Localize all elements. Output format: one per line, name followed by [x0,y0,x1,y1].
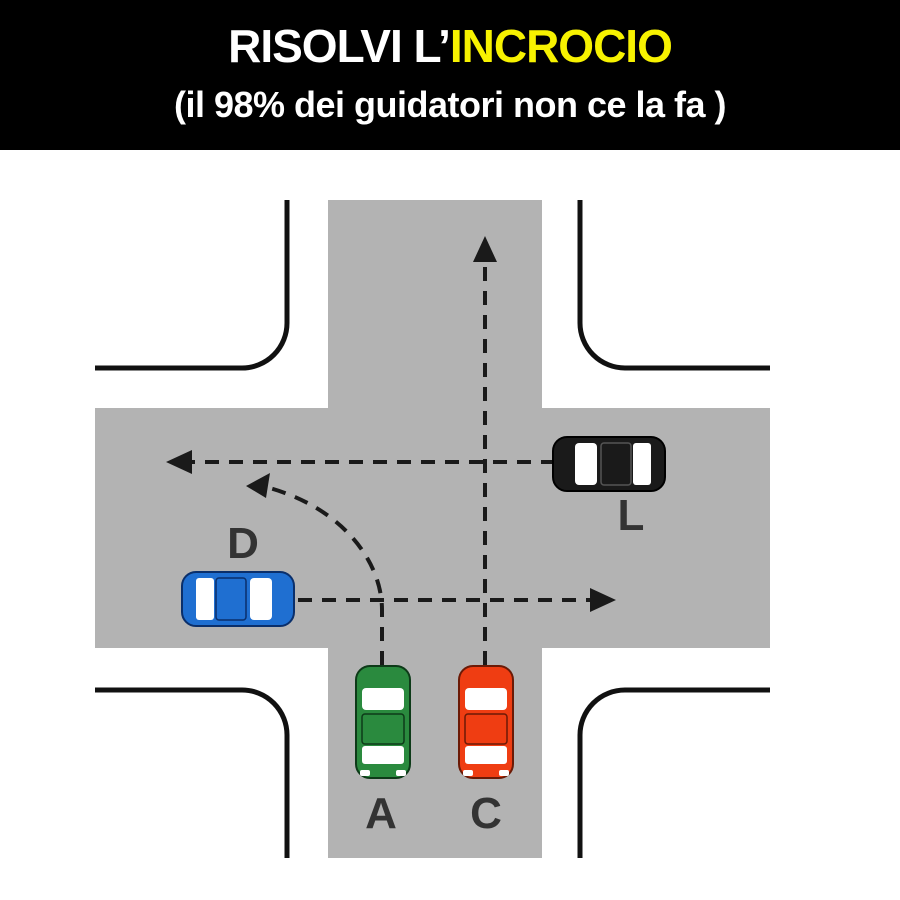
arrowhead-right [590,588,616,612]
curb-lines [95,200,770,858]
curb-top-left [95,200,290,371]
curb-bottom-left [95,687,290,858]
title: RISOLVI L’INCROCIO [0,18,900,74]
intersection-diagram: A C D L [95,200,770,858]
car-d [181,571,295,627]
arrowhead-left [166,450,192,474]
curb-bottom-right [577,687,770,858]
arrowhead-up [473,236,497,262]
car-a [355,665,411,779]
title-part-yellow: INCROCIO [449,20,673,72]
path-arrowheads [166,236,616,612]
subtitle: (il 98% dei guidatori non ce la fa ) [173,84,727,125]
car-label-a: A [365,789,397,838]
car-label-d: D [227,519,259,568]
car-label-c: C [470,789,502,838]
title-part-white: RISOLVI L’ [228,20,451,72]
car-label-l: L [618,491,645,540]
curb-top-right [577,200,770,371]
path-a-left [261,484,384,665]
car-c [458,665,514,779]
arrowhead-curve-left [246,473,270,498]
car-l [552,436,666,492]
road-surface [95,200,770,858]
vehicle-paths [178,248,602,665]
title-banner: RISOLVI L’INCROCIO (il 98% dei guidatori… [0,0,900,150]
